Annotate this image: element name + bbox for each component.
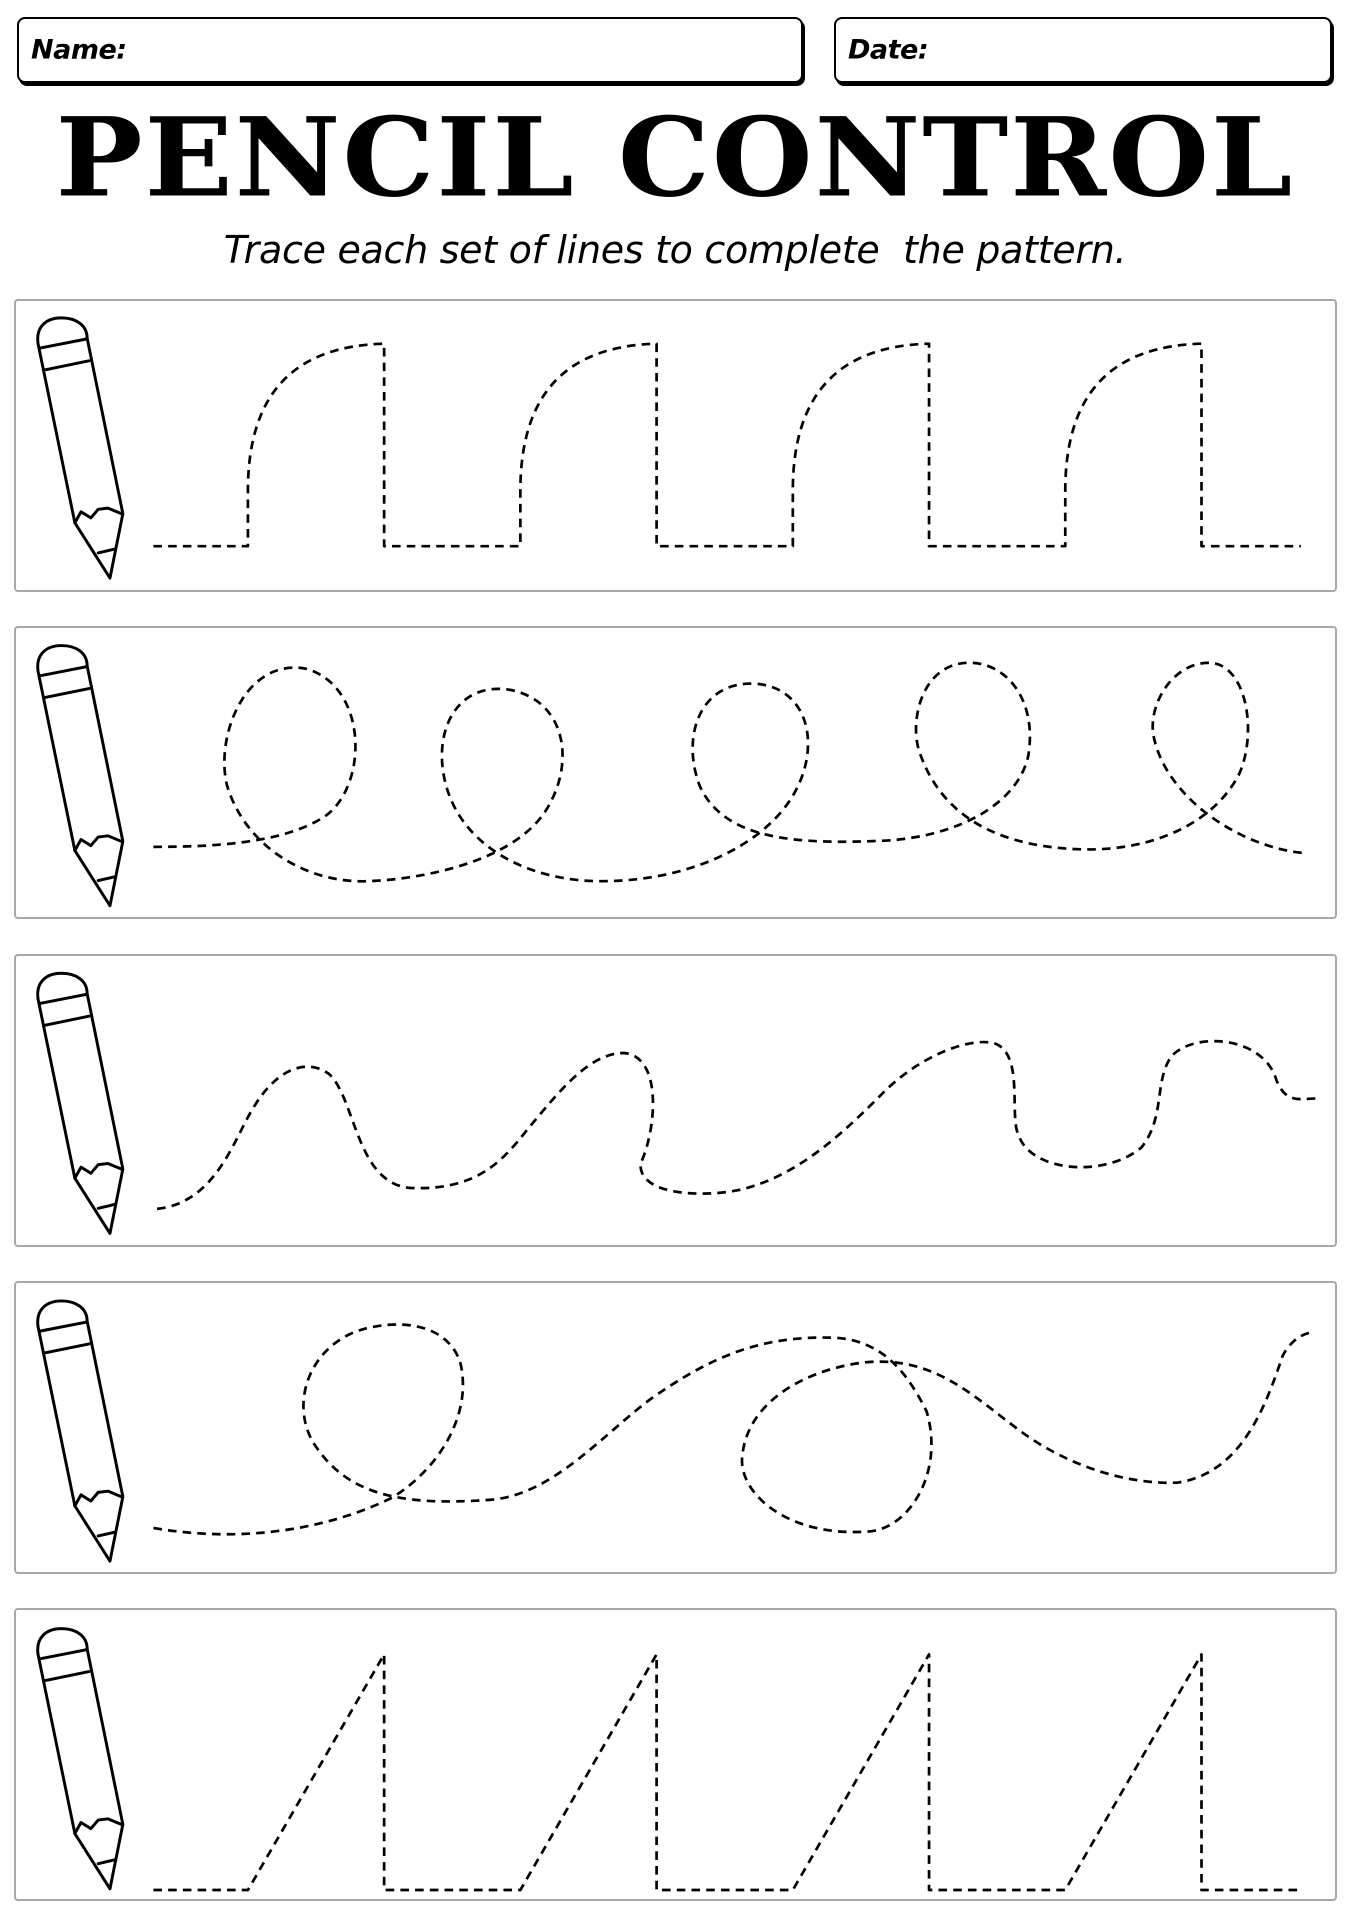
date-label: Date: <box>848 34 929 66</box>
tracing-row-1 <box>14 299 1337 592</box>
tracing-row-5 <box>14 1608 1337 1901</box>
tracing-row-4 <box>14 1281 1337 1574</box>
name-label: Name: <box>31 34 127 66</box>
tracing-row-3 <box>14 954 1337 1247</box>
instructions: Trace each set of lines to complete the … <box>223 228 1127 272</box>
name-field[interactable]: Name: <box>17 17 803 83</box>
date-field[interactable]: Date: <box>834 17 1332 83</box>
tracing-row-2 <box>14 626 1337 919</box>
page-title: PENCIL CONTROL <box>55 93 1295 222</box>
